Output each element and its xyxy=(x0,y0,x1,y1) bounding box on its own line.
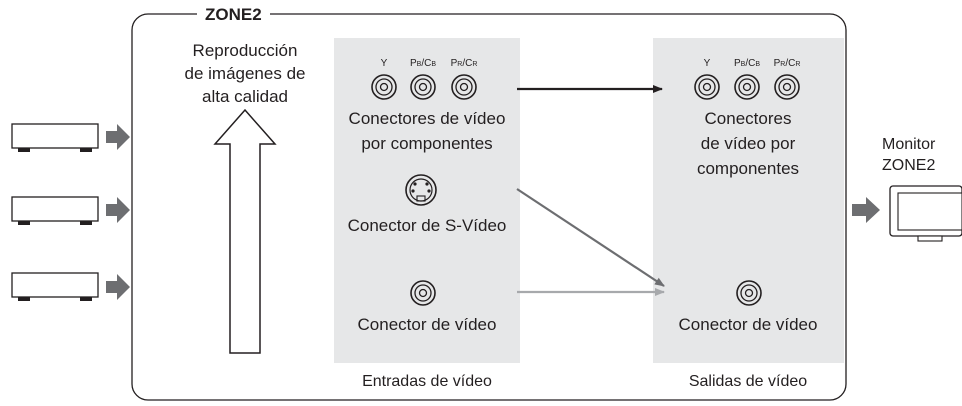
rca-jack-icon-out-pb xyxy=(734,74,760,100)
video-player-icon-1 xyxy=(11,123,99,152)
input-component-label-line-2: por componentes xyxy=(361,134,493,153)
svideo-to-composite-arrow xyxy=(516,188,665,287)
rca-jack-icon-out-composite xyxy=(736,280,762,306)
jack-label-out-y: Y xyxy=(703,58,711,69)
outputs-panel xyxy=(653,38,844,363)
rca-jack-icon-in-y xyxy=(371,74,397,100)
jack-label-in-pr: PR/CR xyxy=(450,58,478,69)
input-component-label-line-1: Conectores de vídeo xyxy=(348,109,506,128)
quality-note-line-2: de imágenes de xyxy=(184,64,306,83)
monitor-icon xyxy=(889,185,962,242)
output-component-label-line-3: componentes xyxy=(696,159,800,178)
jack-label-out-pr: PR/CR xyxy=(773,58,801,69)
device-arrow-icon-1 xyxy=(106,124,130,150)
inputs-title: Entradas de vídeo xyxy=(362,373,492,390)
rca-jack-icon-in-pr xyxy=(451,74,477,100)
monitor-arrow-icon xyxy=(852,197,880,223)
monitor-label-line-2: ZONE2 xyxy=(882,157,936,174)
output-composite-label: Conector de vídeo xyxy=(678,315,818,334)
outputs-title: Salidas de vídeo xyxy=(688,373,808,390)
s-video-jack-icon xyxy=(405,174,437,206)
rca-jack-icon-out-pr xyxy=(774,74,800,100)
rca-jack-icon-in-composite xyxy=(410,280,436,306)
quality-note-line-1: Reproducción xyxy=(192,41,298,60)
video-player-icon-3 xyxy=(11,272,99,301)
monitor-label-line-1: Monitor xyxy=(882,136,936,153)
jack-label-out-pb: PB/CB xyxy=(733,58,760,69)
input-svideo-label: Conector de S-Vídeo xyxy=(347,216,507,235)
jack-label-in-pb: PB/CB xyxy=(409,58,436,69)
rca-jack-icon-in-pb xyxy=(410,74,436,100)
device-arrow-icon-2 xyxy=(106,197,130,223)
quality-note-line-3: alta calidad xyxy=(201,87,288,106)
quality-up-arrow xyxy=(213,108,277,354)
jack-label-in-y: Y xyxy=(380,58,388,69)
input-composite-label: Conector de vídeo xyxy=(357,315,497,334)
zone-label: ZONE2 xyxy=(197,4,270,25)
output-component-label-line-2: de vídeo por xyxy=(700,134,796,153)
inputs-panel xyxy=(334,38,520,363)
video-player-icon-2 xyxy=(11,196,99,225)
device-arrow-icon-3 xyxy=(106,274,130,300)
output-component-label-line-1: Conectores xyxy=(704,109,792,128)
zone-outline xyxy=(131,13,847,401)
rca-jack-icon-out-y xyxy=(694,74,720,100)
